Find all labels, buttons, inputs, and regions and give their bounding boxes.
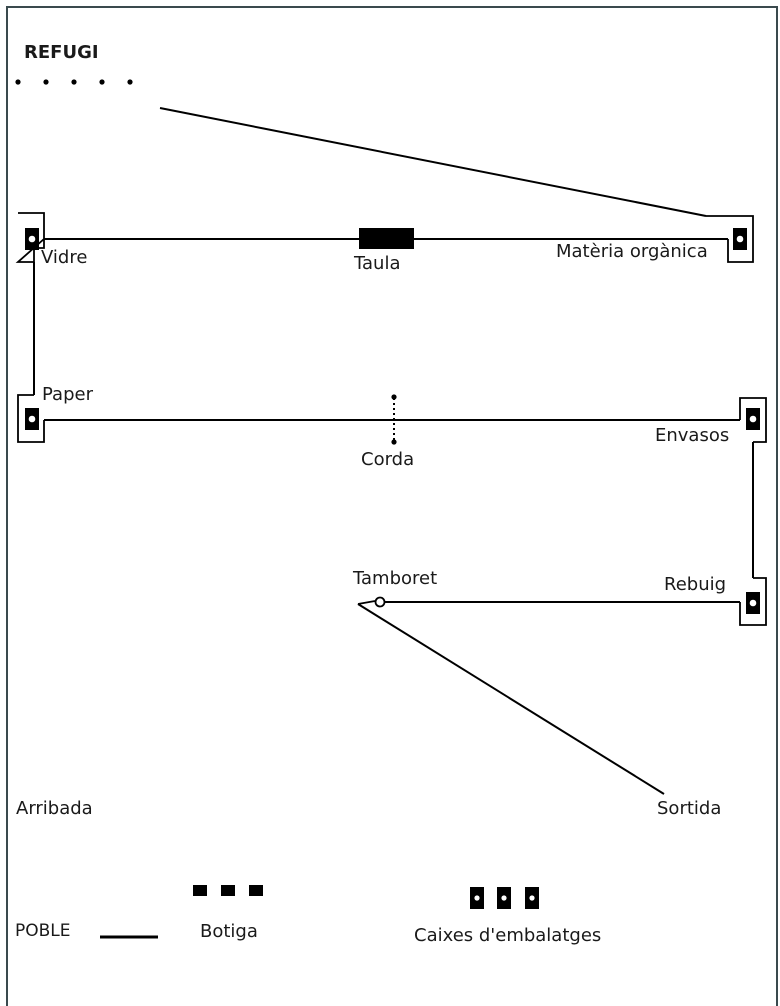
map-title: REFUGI (24, 42, 99, 63)
stool-tamboret (357, 596, 386, 608)
label-vidre: Vidre (41, 247, 88, 268)
refugi-dots (15, 79, 133, 85)
path-refugi-materia (159, 107, 707, 217)
legend-botiga-marks (193, 885, 263, 896)
legend-botiga-label: Botiga (200, 921, 258, 942)
box-paper (17, 394, 45, 443)
label-rebuig: Rebuig (664, 574, 727, 595)
legend-poble-label: POBLE (15, 921, 71, 941)
label-arribada: Arribada (16, 798, 93, 819)
box-envasos (739, 397, 767, 443)
legend-caixes-marks (470, 887, 539, 909)
box-materia (706, 215, 754, 263)
box-rebuig (739, 577, 767, 626)
label-materia: Matèria orgànica (556, 241, 708, 262)
rope-corda (391, 394, 397, 445)
legend-caixes-label: Caixes d'embalatges (414, 925, 602, 946)
path-tamboret-sortida (357, 603, 665, 795)
label-taula: Taula (354, 253, 401, 274)
label-corda: Corda (361, 449, 415, 470)
label-sortida: Sortida (657, 798, 722, 819)
label-tamboret: Tamboret (353, 568, 438, 589)
table-taula (359, 228, 414, 249)
box-vidre (15, 212, 45, 263)
label-paper: Paper (42, 384, 93, 405)
map-frame (6, 6, 778, 1006)
label-envasos: Envasos (655, 425, 730, 446)
